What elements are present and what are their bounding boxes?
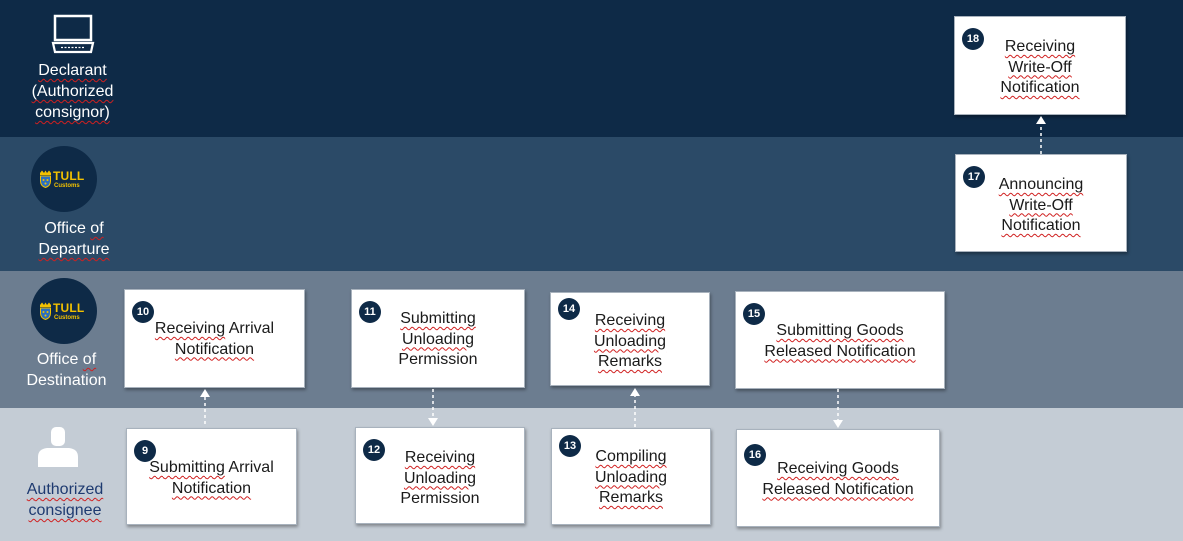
step-13-box: 13 Compiling Unloading Remarks	[551, 428, 711, 525]
logo-subtitle: Customs	[54, 315, 80, 321]
step-13-text: Compiling Unloading Remarks	[594, 448, 668, 506]
step-18-box: 18 Receiving Write-Off Notification	[954, 16, 1126, 115]
step-9-box: 9 Submitting Arrival Notification	[126, 428, 297, 525]
dashed-arrow-icon	[833, 389, 843, 428]
destination-label: Office of Destination	[0, 349, 133, 391]
departure-label-line2: Departure	[38, 241, 110, 258]
step-number: 10	[132, 301, 154, 323]
step-11-box: 11 Submitting Unloading Permission	[351, 289, 525, 388]
step-number: 18	[962, 28, 984, 50]
tull-logo-departure: TULL Customs	[31, 146, 97, 212]
step-number: 15	[743, 303, 765, 325]
step-number: 9	[134, 440, 156, 462]
step-10-text: Receiving Arrival Notification	[154, 320, 275, 358]
destination-label-line1: Office of	[36, 351, 97, 368]
step-number: 11	[359, 301, 381, 323]
step-17-text: Announcing Write-Off Notification	[998, 176, 1084, 234]
logo-wordmark: TULL	[53, 169, 85, 183]
dashed-arrow-icon	[630, 388, 640, 427]
step-number: 17	[963, 166, 985, 188]
declarant-label-line2: (Authorized	[31, 83, 114, 100]
destination-label-line2: Destination	[26, 372, 107, 389]
person-icon	[38, 427, 78, 467]
step-number: 16	[744, 444, 766, 466]
crown-crest-icon	[40, 170, 51, 188]
dashed-arrow-icon	[428, 389, 438, 426]
step-12-box: 12 Receiving Unloading Permission	[355, 427, 525, 524]
step-number: 12	[363, 439, 385, 461]
step-18-text: Receiving Write-Off Notification	[1000, 38, 1080, 96]
departure-label-line1: Office of	[44, 220, 104, 237]
declarant-label-line3: consignor)	[35, 104, 110, 121]
step-14-box: 14 Receiving Unloading Remarks	[550, 292, 710, 386]
step-16-box: 16 Receiving Goods Released Notification	[736, 429, 940, 527]
step-number: 13	[559, 435, 581, 457]
step-14-text: Receiving Unloading Remarks	[593, 312, 667, 370]
step-15-text: Submitting Goods Released Notification	[764, 322, 916, 360]
dashed-arrow-icon	[200, 389, 210, 424]
logo-subtitle: Customs	[54, 183, 80, 189]
logo-wordmark: TULL	[53, 301, 85, 315]
laptop-icon	[51, 14, 95, 54]
step-10-box: 10 Receiving Arrival Notification	[124, 289, 305, 388]
consignee-label-line2: consignee	[28, 502, 102, 519]
consignee-label: Authorized consignee	[0, 479, 130, 521]
step-9-text: Submitting Arrival Notification	[149, 459, 274, 497]
tull-logo-destination: TULL Customs	[31, 278, 97, 344]
departure-label: Office of Departure	[0, 218, 148, 260]
step-16-text: Receiving Goods Released Notification	[762, 460, 914, 498]
declarant-label: Declarant (Authorized consignor)	[0, 60, 145, 123]
crown-crest-icon	[40, 302, 51, 320]
step-number: 14	[558, 298, 580, 320]
consignee-label-line1: Authorized	[26, 481, 104, 498]
dashed-arrow-icon	[1036, 116, 1046, 154]
step-17-box: 17 Announcing Write-Off Notification	[955, 154, 1127, 252]
step-11-text: Submitting Unloading Permission	[398, 310, 478, 368]
declarant-label-line1: Declarant	[38, 62, 107, 79]
step-12-text: Receiving Unloading Permission	[400, 449, 480, 507]
step-15-box: 15 Submitting Goods Released Notificatio…	[735, 291, 945, 389]
